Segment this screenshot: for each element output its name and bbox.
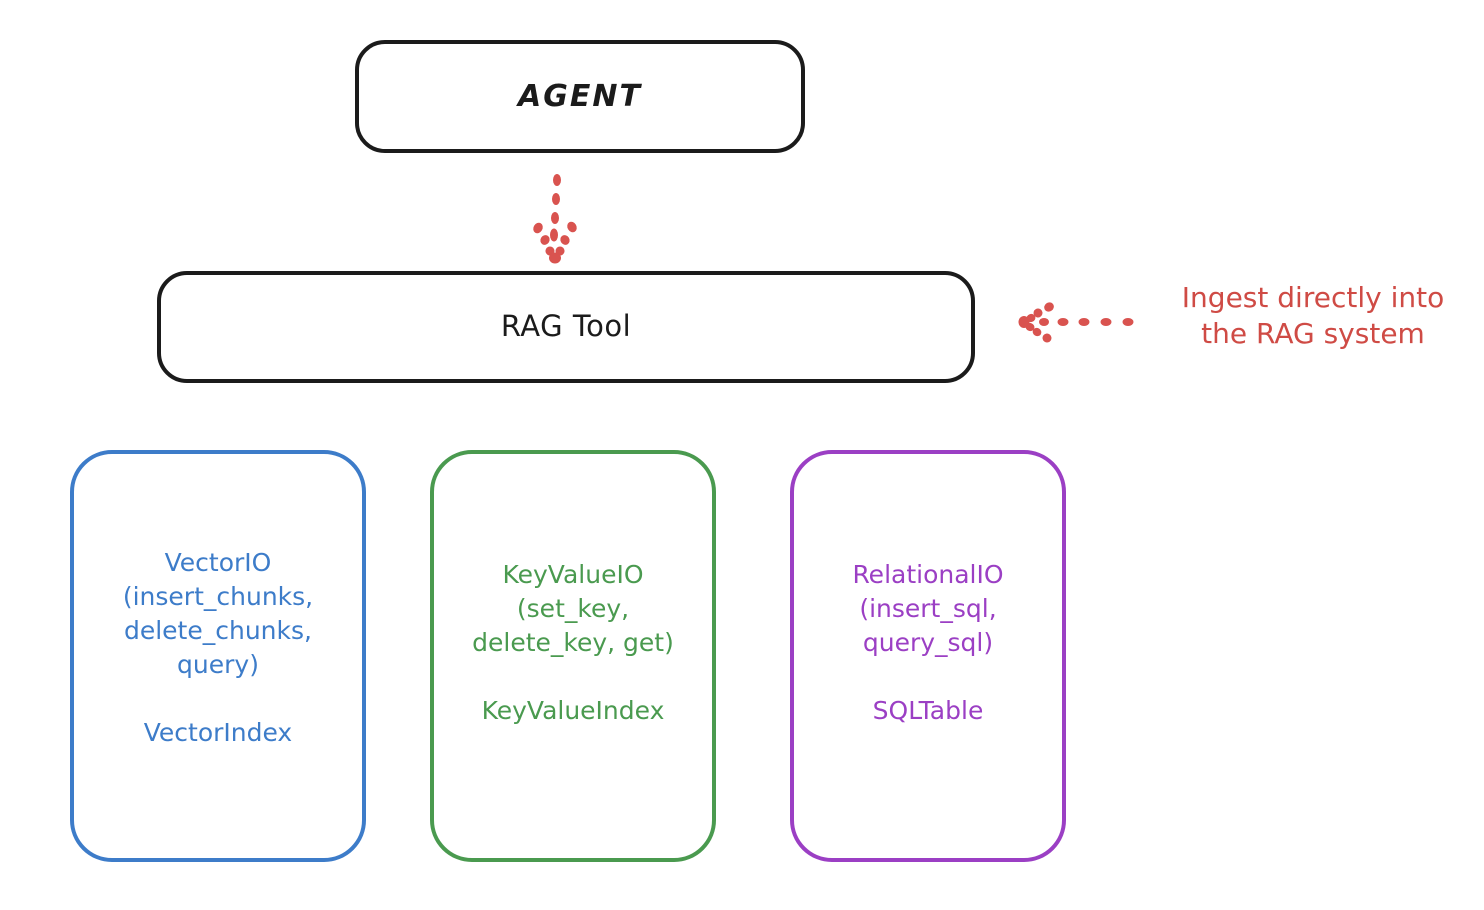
annotation-ingest-directly: Ingest directly into the RAG system <box>1181 281 1445 351</box>
node-vector-io-label: VectorIO (insert_chunks, delete_chunks, … <box>122 548 314 747</box>
node-rag-tool[interactable]: RAG Tool <box>157 271 975 383</box>
node-agent[interactable]: AGENT <box>355 40 805 153</box>
node-key-value-io-label: KeyValueIO (set_key, delete_key, get) Ke… <box>472 560 674 725</box>
connector-agent-to-rag-tool <box>533 174 577 264</box>
node-vector-io[interactable]: VectorIO (insert_chunks, delete_chunks, … <box>70 450 366 862</box>
node-relational-io-label: RelationalIO (insert_sql, query_sql) SQL… <box>852 560 1004 725</box>
node-relational-io[interactable]: RelationalIO (insert_sql, query_sql) SQL… <box>790 450 1066 862</box>
node-rag-tool-label: RAG Tool <box>500 309 632 344</box>
node-key-value-io[interactable]: KeyValueIO (set_key, delete_key, get) Ke… <box>430 450 716 862</box>
node-agent-label: AGENT <box>518 79 642 114</box>
connector-ingest-to-rag-tool <box>1018 302 1134 343</box>
